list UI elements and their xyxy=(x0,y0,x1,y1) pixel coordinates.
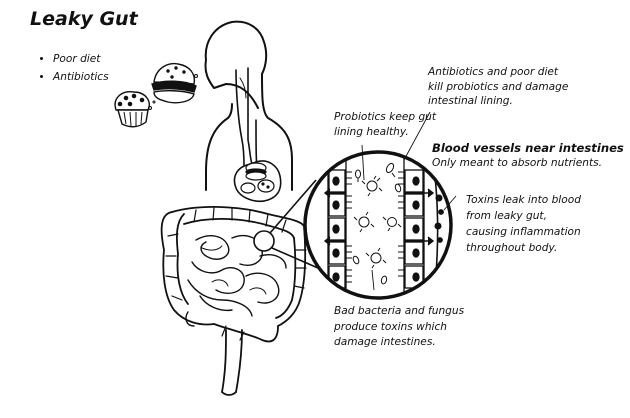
right-cell-wall xyxy=(398,152,425,298)
annotation-line: throughout body. xyxy=(466,242,558,254)
stomach-food xyxy=(240,162,275,194)
annotation-line: from leaky gut, xyxy=(466,210,547,222)
muffin-icon xyxy=(114,91,150,128)
cause-list: Poor diet Antibiotics xyxy=(38,50,109,86)
annotation-probiotics: Probiotics keep gut lining healthy. xyxy=(334,110,436,139)
annotation-bacteria: Bad bacteria and fungus produce toxins w… xyxy=(334,304,464,351)
cause-item: Antibiotics xyxy=(53,68,109,86)
annotation-line: Probiotics keep gut xyxy=(334,111,437,123)
annotation-blood-vessels: Blood vessels near intestines Only meant… xyxy=(432,141,624,170)
magnifier-pointer xyxy=(253,179,319,269)
annotation-line: lining healthy. xyxy=(334,125,409,138)
left-cell-wall xyxy=(327,152,352,298)
magnified-intestine-lens xyxy=(303,150,453,300)
annotation-antibiotics: Antibiotics and poor diet kill probiotic… xyxy=(428,65,568,109)
annotation-line: damage intestines. xyxy=(334,336,436,348)
large-intestine xyxy=(160,206,307,343)
leader-lines xyxy=(361,111,457,291)
annotation-toxins: Toxins leak into blood from leaky gut, c… xyxy=(466,192,581,256)
annotation-line: causing inflammation xyxy=(466,226,581,238)
page-title: Leaky Gut xyxy=(30,8,138,30)
crumbs xyxy=(148,74,198,110)
annotation-line: intestinal lining. xyxy=(428,95,513,108)
annotation-line: Bad bacteria and fungus xyxy=(334,305,465,317)
annotation-line: Antibiotics and poor diet xyxy=(428,66,559,78)
annotation-line: kill probiotics and damage xyxy=(428,80,569,93)
rectum xyxy=(221,329,243,396)
annotation-line: produce toxins which xyxy=(334,320,448,333)
leak-arrows xyxy=(323,188,435,246)
cause-item: Poor diet xyxy=(53,50,109,68)
annotation-line: Toxins leak into blood xyxy=(466,194,581,206)
annotation-heading: Blood vessels near intestines xyxy=(432,141,624,155)
burger-icon xyxy=(151,62,197,104)
esophagus-stomach xyxy=(233,67,282,203)
annotation-line: Only meant to absorb nutrients. xyxy=(432,156,603,169)
bacteria-fungus xyxy=(352,162,402,285)
